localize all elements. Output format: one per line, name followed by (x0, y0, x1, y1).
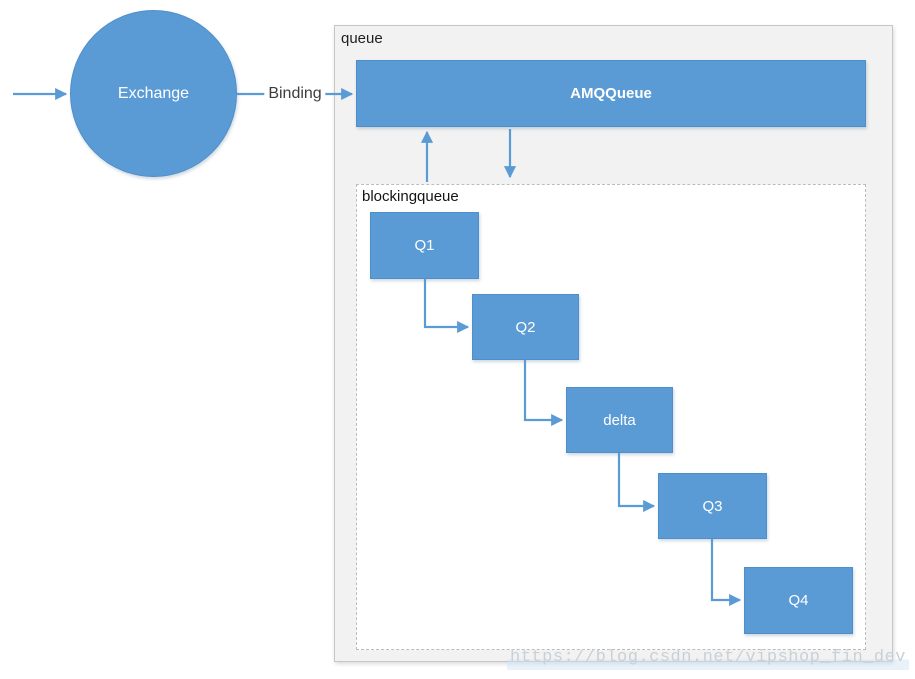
node-q2: Q2 (472, 294, 579, 360)
node-exchange-label: Exchange (117, 84, 190, 102)
node-q3: Q3 (658, 473, 767, 539)
node-delta: delta (566, 387, 673, 453)
node-amqqueue: AMQQueue (356, 60, 866, 127)
node-q3-label: Q3 (702, 497, 723, 515)
blockingqueue-container-label: blockingqueue (362, 188, 459, 205)
watermark-url: https://blog.csdn.net/vipshop_fin_dev (507, 647, 909, 670)
node-q1: Q1 (370, 212, 479, 279)
node-q4: Q4 (744, 567, 853, 634)
node-amqqueue-label: AMQQueue (570, 85, 652, 102)
node-exchange: Exchange (70, 10, 237, 177)
node-q4-label: Q4 (788, 592, 809, 609)
queue-container-label: queue (341, 30, 383, 47)
binding-edge-label: Binding (264, 85, 326, 103)
node-q1-label: Q1 (414, 237, 435, 254)
node-q2-label: Q2 (515, 318, 536, 336)
node-delta-label: delta (603, 411, 636, 429)
